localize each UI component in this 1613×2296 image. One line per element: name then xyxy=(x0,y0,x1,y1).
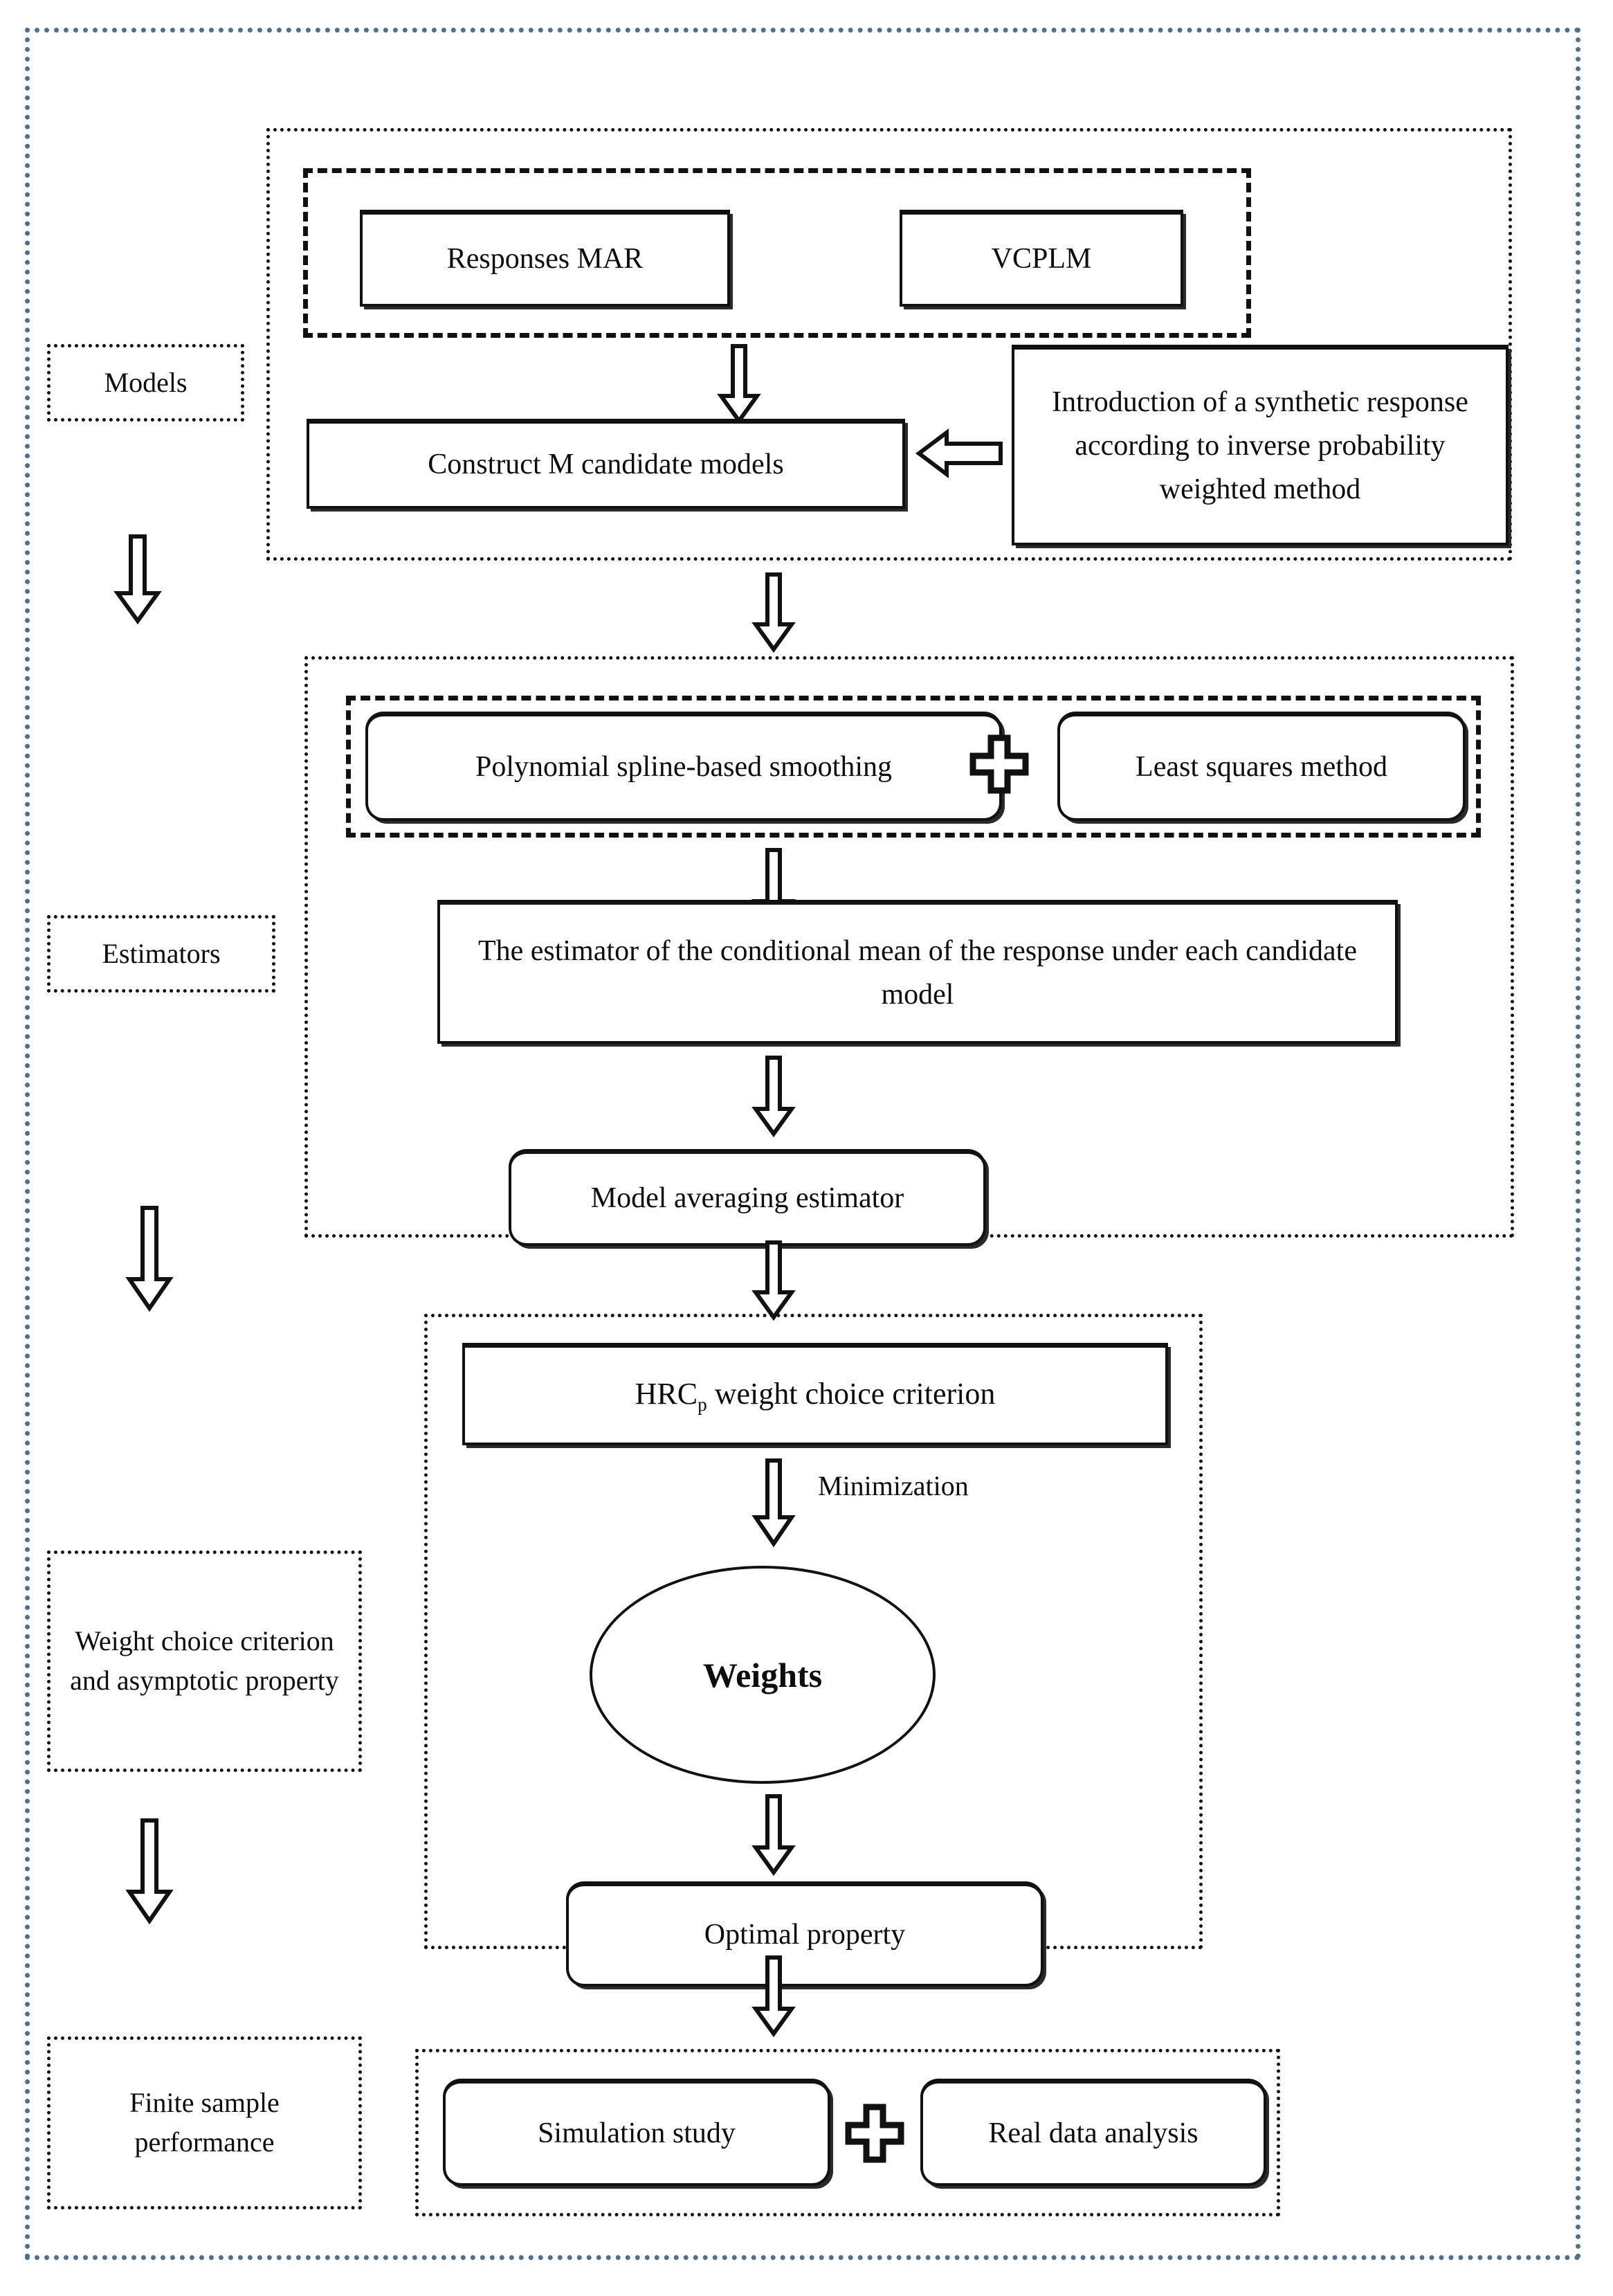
section-models xyxy=(266,128,1512,561)
arrow-estimators-section-to-criterion xyxy=(751,1240,796,1321)
plus-icon-methods xyxy=(969,734,1029,794)
node-optimal-property[interactable]: Optimal property xyxy=(566,1881,1044,1987)
group-estimation-methods xyxy=(346,696,1481,838)
node-hrcp-weight-criterion[interactable]: HRCp weight choice criterion xyxy=(462,1343,1168,1445)
node-real-data-analysis[interactable]: Real data analysis xyxy=(920,2079,1266,2186)
arrow-models-to-construct xyxy=(717,344,761,425)
arrow-stage-weights-to-finite xyxy=(125,1818,174,1925)
arrow-stage-estimators-to-weights xyxy=(125,1206,174,1312)
node-conditional-mean-estimator[interactable]: The estimator of the conditional mean of… xyxy=(437,900,1398,1044)
node-construct-candidate-models[interactable]: Construct M candidate models xyxy=(307,419,905,509)
plus-icon-finite xyxy=(845,2104,904,2163)
page-border xyxy=(25,28,1580,2260)
stage-label-finite-sample: Finite sample performance xyxy=(47,2036,362,2209)
node-least-squares-method[interactable]: Least squares method xyxy=(1057,712,1466,821)
stage-label-estimators: Estimators xyxy=(47,915,275,993)
arrow-optimal-to-finite-section xyxy=(751,1955,796,2038)
node-weights-ellipse[interactable]: Weights xyxy=(590,1566,936,1784)
node-synthetic-response[interactable]: Introduction of a synthetic response acc… xyxy=(1012,345,1509,545)
hrcp-label: HRCp weight choice criterion xyxy=(635,1377,996,1415)
arrow-synthetic-to-construct xyxy=(915,428,1003,478)
node-simulation-study[interactable]: Simulation study xyxy=(443,2079,830,2186)
arrow-conditional-mean-to-model-averaging xyxy=(751,1056,796,1138)
section-finite-sample xyxy=(415,2049,1280,2216)
group-model-inputs xyxy=(303,168,1251,338)
node-model-averaging-estimator[interactable]: Model averaging estimator xyxy=(509,1149,986,1246)
stage-label-weight-criterion: Weight choice criterion and asymptotic p… xyxy=(47,1551,362,1772)
arrow-weights-to-optimal xyxy=(751,1794,796,1877)
node-vcplm[interactable]: VCPLM xyxy=(900,210,1183,307)
node-responses-mar[interactable]: Responses MAR xyxy=(360,210,730,307)
node-polynomial-spline-smoothing[interactable]: Polynomial spline-based smoothing xyxy=(365,712,1002,821)
annotation-minimization: Minimization xyxy=(818,1470,969,1501)
arrow-criterion-to-weights xyxy=(751,1458,796,1548)
stage-label-models: Models xyxy=(47,344,244,422)
arrow-stage-models-to-estimators xyxy=(113,534,162,625)
arrow-models-section-to-estimators xyxy=(751,572,796,653)
